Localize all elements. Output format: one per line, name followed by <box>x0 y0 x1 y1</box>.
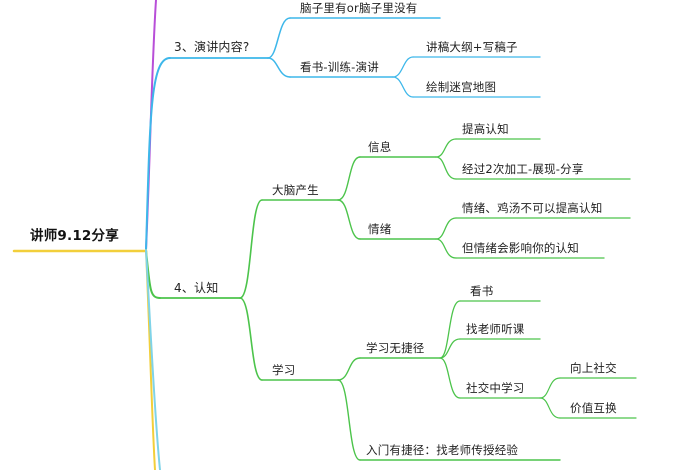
node-value-exchange: 价值互换 <box>570 401 617 415</box>
link-emotion-1 <box>435 217 457 240</box>
node-cognition: 4、认知 <box>174 281 219 295</box>
node-brain-produce: 大脑产生 <box>272 183 319 197</box>
node-emotion-cannot: 情绪、鸡汤不可以提高认知 <box>462 201 603 215</box>
node-emotion: 情绪 <box>368 222 392 236</box>
node-outline-write: 讲稿大纲+写稿子 <box>426 40 518 54</box>
link-info-1 <box>435 138 457 158</box>
link-teacher <box>439 338 461 359</box>
link-info <box>337 156 361 201</box>
link-blue-main <box>145 57 171 251</box>
node-raise-cognition: 提高认知 <box>462 122 509 136</box>
link-green-b <box>239 297 263 381</box>
link-social <box>439 357 461 399</box>
node-social-learning: 社交中学习 <box>466 381 525 395</box>
link-blue-2a <box>392 56 414 78</box>
node-brain-has-or-not: 脑子里有or脑子里没有 <box>300 1 418 15</box>
node-upward-social: 向上社交 <box>570 361 617 375</box>
node-shortcut-entry: 入门有捷径：找老师传授经验 <box>366 443 519 457</box>
node-maze-map: 绘制迷宫地图 <box>426 80 497 94</box>
node-read-book: 看书 <box>470 284 494 298</box>
link-green-a <box>239 199 263 299</box>
link-study-fast <box>337 379 361 461</box>
link-emotion <box>337 199 361 240</box>
link-social-value <box>539 397 561 419</box>
link-info-2 <box>435 156 457 180</box>
node-information: 信息 <box>368 140 392 154</box>
link-blue-2 <box>267 57 291 78</box>
link-emotion-2 <box>435 238 457 259</box>
node-speech-content: 3、演讲内容? <box>174 40 250 54</box>
link-study-nofast <box>337 357 361 381</box>
node-emotion-affects: 但情绪会影响你的认知 <box>462 241 579 255</box>
link-book <box>439 300 461 359</box>
node-process-twice: 经过2次加工-展现-分享 <box>462 162 584 176</box>
link-social-up <box>539 377 561 399</box>
node-study: 学习 <box>272 363 296 377</box>
link-blue-2b <box>392 76 414 98</box>
node-find-teacher: 找老师听课 <box>466 322 525 336</box>
link-bottom-cyan <box>145 249 161 470</box>
root-node: 讲师9.12分享 <box>30 228 119 244</box>
link-blue-1 <box>267 17 291 59</box>
node-read-train-speak: 看书-训练-演讲 <box>300 60 379 74</box>
node-no-shortcut: 学习无捷径 <box>366 341 425 355</box>
